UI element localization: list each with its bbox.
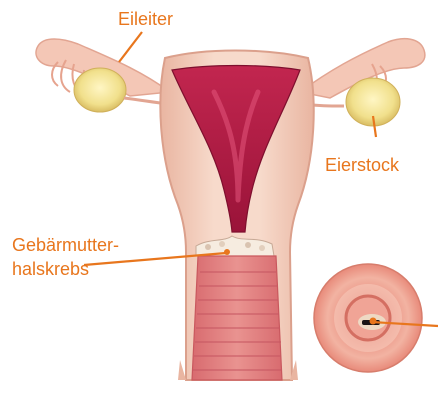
leader-dot-cervix	[370, 318, 377, 325]
cervix-inset	[314, 264, 422, 372]
leader-line-eileiter	[119, 32, 142, 62]
ovary-left	[74, 68, 126, 112]
vagina	[192, 256, 282, 380]
label-cervical-cancer-line2: halskrebs	[12, 257, 89, 281]
label-fallopian-tube: Eileiter	[118, 7, 173, 31]
label-cervical-cancer-line1: Gebärmutter-	[12, 233, 119, 257]
leader-dot-tumor	[224, 249, 230, 255]
label-ovary: Eierstock	[325, 153, 399, 177]
